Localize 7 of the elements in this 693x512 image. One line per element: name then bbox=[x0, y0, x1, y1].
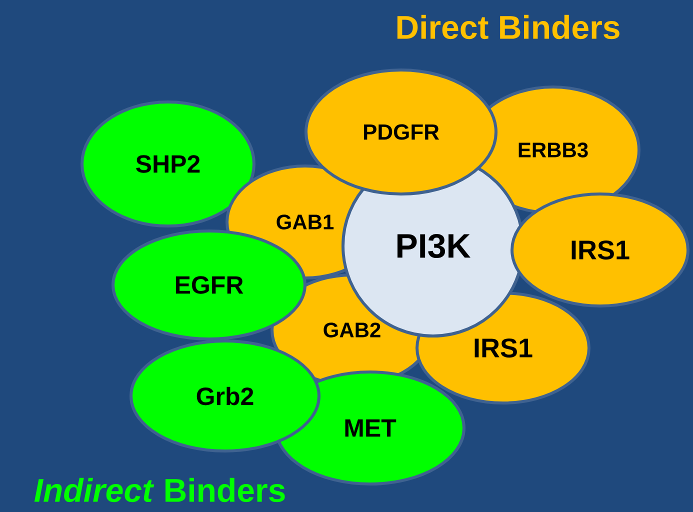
heading: Direct Binders bbox=[397, 14, 620, 40]
node-label: MET bbox=[345, 419, 396, 437]
ellipse-node: EGFR bbox=[112, 230, 306, 340]
ellipse-node: SHP2 bbox=[80, 100, 256, 228]
ellipse-node: IRS1 bbox=[510, 192, 690, 308]
ellipse-node: PDGFR bbox=[304, 68, 498, 196]
ellipse-node: Grb2 bbox=[130, 340, 320, 452]
